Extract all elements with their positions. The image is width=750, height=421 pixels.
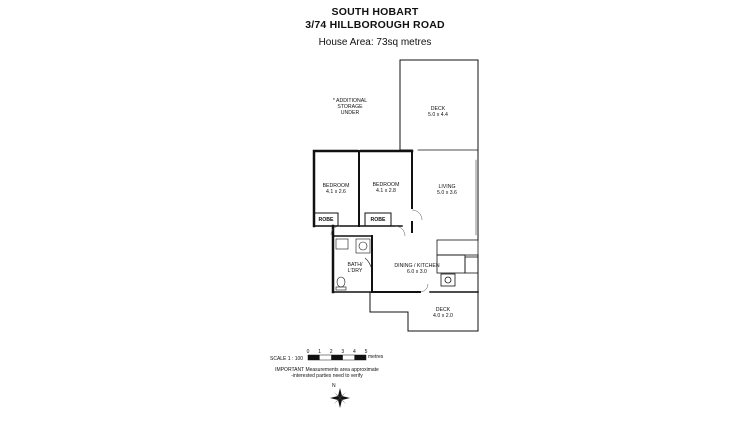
room-label-bath: BATH/ [348,262,363,268]
storage-note-line2: STORAGE [337,104,363,110]
plan-address: 3/74 HILLBOROUGH ROAD [305,19,445,31]
room-dims-living: 5.0 x 3.6 [437,190,457,196]
plan-suburb: SOUTH HOBART [331,6,419,18]
storage-note-line3: UNDER [341,110,360,116]
compass-rose-icon [330,388,350,408]
room-dims-dining: 6.0 x 3.0 [407,269,427,275]
deck-lower-outline [369,291,479,332]
room-label-robe-2: ROBE [371,217,387,223]
room-label-deck-lower: DECK [436,307,451,313]
room-label-bedroom-2: BEDROOM [373,182,400,188]
deck-upper-outline [399,59,479,151]
compass-north-label: N [332,383,336,389]
washing-machine [355,238,371,254]
room-dims-bedroom-2: 4.1 x 2.8 [376,188,396,194]
bedroom-1-walls [312,149,359,228]
room-dims-deck-upper: 5.0 x 4.4 [428,112,448,118]
house-area: House Area: 73sq metres [318,37,432,48]
room-label-deck-upper: DECK [431,106,446,112]
scale-unit: metres [368,354,384,360]
disclaimer-line1: IMPORTANT Measurements area approximate [275,367,379,373]
stove [464,256,479,274]
scale-tick-2: 2 [330,349,333,355]
room-label-dining: DINING / KITCHEN [394,263,440,269]
room-label-laundry: L'DRY [348,268,363,274]
scale-tick-0: 0 [307,349,310,355]
disclaimer-line2: -interested parties need to verify [291,373,363,379]
scale-bar: SCALE 1 : 100 0 1 2 3 4 5 metres [270,349,384,362]
kitchen-bench [436,239,479,256]
storage-note-line1: * ADDITIONAL [333,98,367,104]
room-label-living: LIVING [438,184,455,190]
scale-tick-4: 4 [353,349,356,355]
scale-label: SCALE 1 : 100 [270,356,303,362]
toilet [336,276,346,288]
scale-tick-1: 1 [318,349,321,355]
shower [335,238,349,250]
scale-tick-5: 5 [365,349,368,355]
room-dims-deck-lower: 4.0 x 2.0 [433,313,453,319]
room-dims-bedroom-1: 4.1 x 2.6 [326,189,346,195]
scale-tick-3: 3 [341,349,344,355]
room-label-robe-1: ROBE [319,217,335,223]
room-label-bedroom-1: BEDROOM [323,183,350,189]
